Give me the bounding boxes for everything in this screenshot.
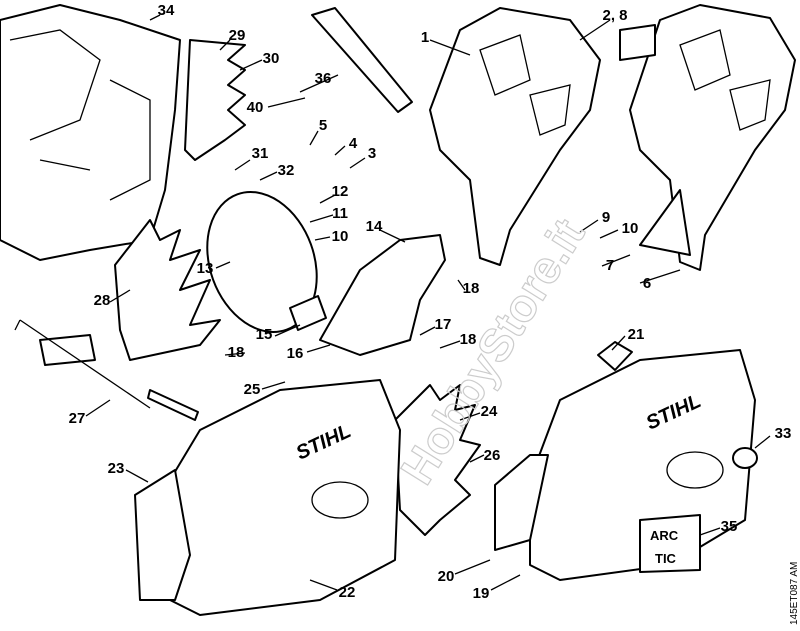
leader-lines xyxy=(14,14,771,591)
callout-32: 32 xyxy=(278,162,295,179)
callout-23: 23 xyxy=(108,460,125,477)
bumper-spike-28 xyxy=(114,219,221,361)
callout-6: 6 xyxy=(643,275,651,292)
callout-18c: 18 xyxy=(228,344,245,361)
callout-5: 5 xyxy=(319,117,327,134)
callout-11: 11 xyxy=(332,205,348,222)
callout-12: 12 xyxy=(332,183,349,200)
callout-22: 22 xyxy=(339,584,356,601)
callout-9: 9 xyxy=(602,209,610,226)
part-21 xyxy=(597,341,633,371)
callout-13: 13 xyxy=(197,260,214,277)
callout-4: 4 xyxy=(349,135,358,152)
hand-guard-2 xyxy=(629,4,796,271)
hand-guard-1 xyxy=(429,7,601,266)
bolt-27 xyxy=(147,389,199,421)
callout-10: 10 xyxy=(332,228,349,245)
callout-29: 29 xyxy=(229,27,246,44)
callout-14: 14 xyxy=(366,218,383,235)
callout-31: 31 xyxy=(252,145,269,162)
chain-guide-20 xyxy=(494,454,549,551)
spring-15 xyxy=(289,295,327,331)
callout-19: 19 xyxy=(473,585,490,602)
nut-33 xyxy=(732,447,758,469)
callout-1: 1 xyxy=(421,29,429,46)
callout-2-8: 2, 8 xyxy=(602,7,627,24)
callout-28: 28 xyxy=(94,292,111,309)
callout-26: 26 xyxy=(484,447,501,464)
engine-housing xyxy=(0,4,181,261)
plate-7 xyxy=(639,189,691,256)
brake-band xyxy=(206,191,318,333)
callout-36: 36 xyxy=(315,70,332,87)
callout-24: 24 xyxy=(481,403,498,420)
callout-20: 20 xyxy=(438,568,455,585)
callout-10b: 10 xyxy=(622,220,639,237)
bumper-spike-29 xyxy=(184,39,246,161)
callout-25: 25 xyxy=(244,381,261,398)
callout-3: 3 xyxy=(368,145,376,162)
sprocket-cover-22: STIHL xyxy=(169,379,401,616)
callout-18b: 18 xyxy=(460,331,477,348)
callout-7: 7 xyxy=(606,257,614,274)
svg-text:TIC: TIC xyxy=(655,551,677,566)
bumper-spike-24 xyxy=(394,384,481,536)
callout-15: 15 xyxy=(256,326,273,343)
brake-lever-16 xyxy=(319,234,446,356)
callout-33: 33 xyxy=(775,425,792,442)
label-plate xyxy=(619,24,656,61)
drawing-code: 145ET087 AM xyxy=(789,562,800,625)
callout-17: 17 xyxy=(435,316,452,333)
svg-text:ARC: ARC xyxy=(650,528,679,543)
callout-18a: 18 xyxy=(463,280,480,297)
callout-27: 27 xyxy=(69,410,86,427)
callout-16: 16 xyxy=(287,345,304,362)
callout-labels: 34 29 30 36 1 2, 8 40 5 4 3 31 32 12 11 … xyxy=(69,2,792,602)
arctic-decal-35: ARC TIC xyxy=(639,514,701,573)
callout-21: 21 xyxy=(628,326,645,343)
callout-34: 34 xyxy=(158,2,175,19)
callout-30: 30 xyxy=(263,50,280,67)
chain-guide-23 xyxy=(134,469,191,601)
callout-35: 35 xyxy=(721,518,738,535)
callout-40: 40 xyxy=(247,99,264,116)
part-36-strip xyxy=(311,7,413,113)
